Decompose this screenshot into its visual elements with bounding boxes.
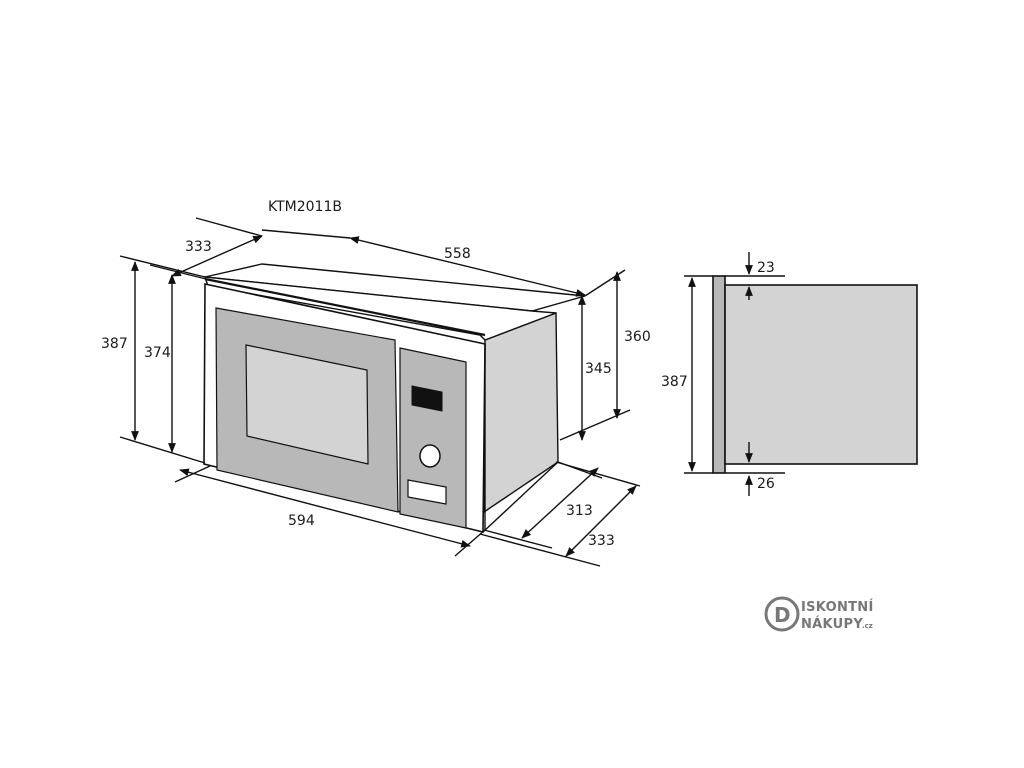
oven-window	[245, 344, 369, 465]
dim-left-height-outer: 387	[101, 336, 128, 352]
dim-left-height-inner: 374	[144, 345, 171, 361]
dim-right-height-outer: 360	[624, 329, 651, 345]
dim-bottom-width: 594	[288, 513, 315, 529]
model-title: KTM2011B	[268, 199, 342, 215]
logo-letter: D	[774, 603, 791, 627]
side-dim-top-offset: 23	[757, 260, 775, 276]
front-view: 333 558 387 374 360 345 594 313	[101, 199, 651, 567]
dim-top-width: 558	[444, 246, 471, 262]
side-view: 387 23 26	[661, 252, 918, 496]
brand-logo: D ISKONTNÍ NÁKUPY .cz	[764, 596, 874, 632]
side-body	[724, 284, 918, 465]
dim-top-depth: 333	[185, 239, 212, 255]
logo-circle-icon	[764, 596, 800, 632]
side-front-panel	[712, 275, 726, 474]
dim-right-height-inner: 345	[585, 361, 612, 377]
logo-line2: NÁKUPY	[801, 616, 863, 632]
side-dim-height: 387	[661, 374, 688, 390]
logo-suffix: .cz	[862, 622, 873, 630]
logo-line1: ISKONTNÍ	[801, 599, 874, 615]
control-display	[411, 385, 443, 412]
control-knob	[419, 444, 441, 468]
dim-bottom-depth-inner: 313	[566, 503, 593, 519]
oven-side	[483, 311, 559, 514]
dim-bottom-depth-outer: 333	[588, 533, 615, 549]
side-dim-bottom-offset: 26	[757, 476, 775, 492]
